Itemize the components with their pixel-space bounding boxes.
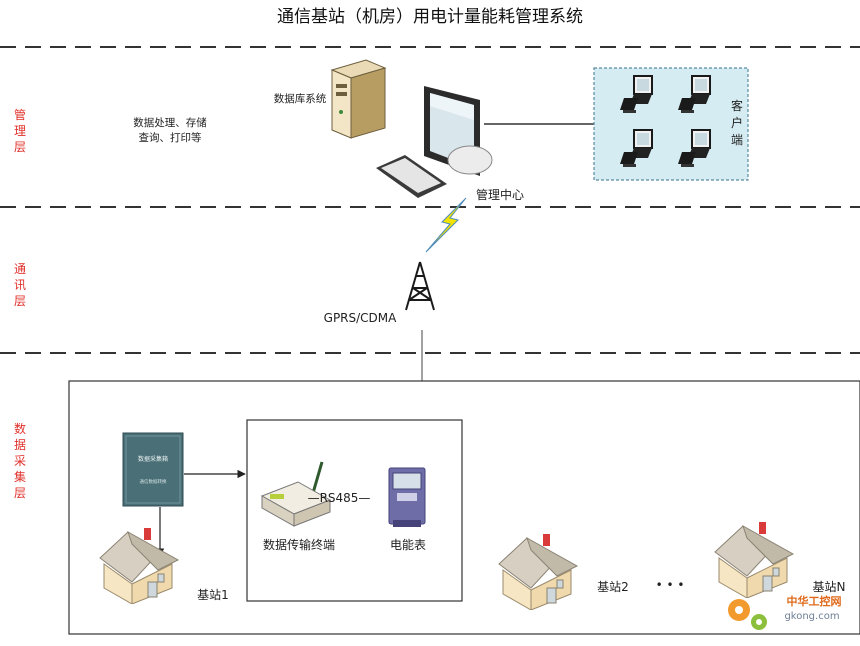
dtu-label: 数据传输终端 [263, 537, 335, 552]
base-station-1-icon [99, 527, 179, 604]
svg-text:层: 层 [14, 294, 26, 308]
collection-area-box [68, 380, 860, 635]
communication-layer-label: 通 讯 层 [14, 262, 26, 308]
diagram-title: 通信基站（机房）用电计量能耗管理系统 [277, 7, 583, 27]
svg-text:通: 通 [14, 262, 26, 276]
collector-box-label: 数据采集箱 [138, 455, 168, 463]
base-station-2-icon [498, 533, 578, 610]
station-n-label: 基站N [813, 580, 846, 594]
keyboard-icon [376, 155, 447, 198]
rs485-link-label: —RS485— [308, 491, 371, 505]
collector-box-sublabel: 通信数据转换 [140, 478, 167, 485]
management-monitor-icon [424, 86, 493, 176]
data-transmission-terminal-icon [260, 461, 332, 527]
watermark-en-text: gkong.com [784, 611, 839, 622]
base-station-n-icon [714, 521, 794, 598]
client-label: 客 户 端 [731, 98, 743, 147]
svg-text:端: 端 [731, 133, 743, 147]
database-server-icon [330, 59, 387, 139]
svg-text:层: 层 [14, 486, 26, 500]
station-1-label: 基站1 [197, 588, 229, 602]
data-collector-box-icon [122, 432, 184, 507]
svg-text:客: 客 [731, 98, 743, 113]
watermark-gear-icon [728, 599, 767, 630]
svg-text:讯: 讯 [14, 278, 26, 292]
watermark-cn-text: 中华工控网 [787, 594, 842, 608]
svg-text:数: 数 [14, 421, 26, 436]
svg-text:理: 理 [14, 124, 26, 138]
management-center-label: 管理中心 [476, 187, 524, 202]
svg-text:采: 采 [14, 454, 26, 468]
svg-text:层: 层 [14, 140, 26, 154]
antenna-tower-icon [405, 261, 435, 311]
electric-meter-icon [388, 467, 426, 527]
database-label: 数据库系统 [274, 92, 327, 105]
collection-layer-label: 数 据 采 集 层 [14, 421, 26, 500]
svg-text:户: 户 [731, 115, 743, 130]
processing-text-line2: 查询、打印等 [139, 131, 202, 144]
client-panel [593, 67, 749, 181]
wireless-signal-icon [425, 197, 467, 253]
network-label: GPRS/CDMA [324, 311, 398, 325]
management-layer-label: 管 理 层 [14, 107, 26, 154]
svg-text:据: 据 [14, 438, 26, 452]
ellipsis-dots: • • • [656, 578, 685, 592]
meter-label: 电能表 [390, 538, 426, 552]
station-2-label: 基站2 [597, 580, 629, 594]
svg-text:集: 集 [14, 469, 26, 484]
svg-text:管: 管 [14, 107, 26, 122]
processing-text-line1: 数据处理、存储 [133, 116, 207, 129]
